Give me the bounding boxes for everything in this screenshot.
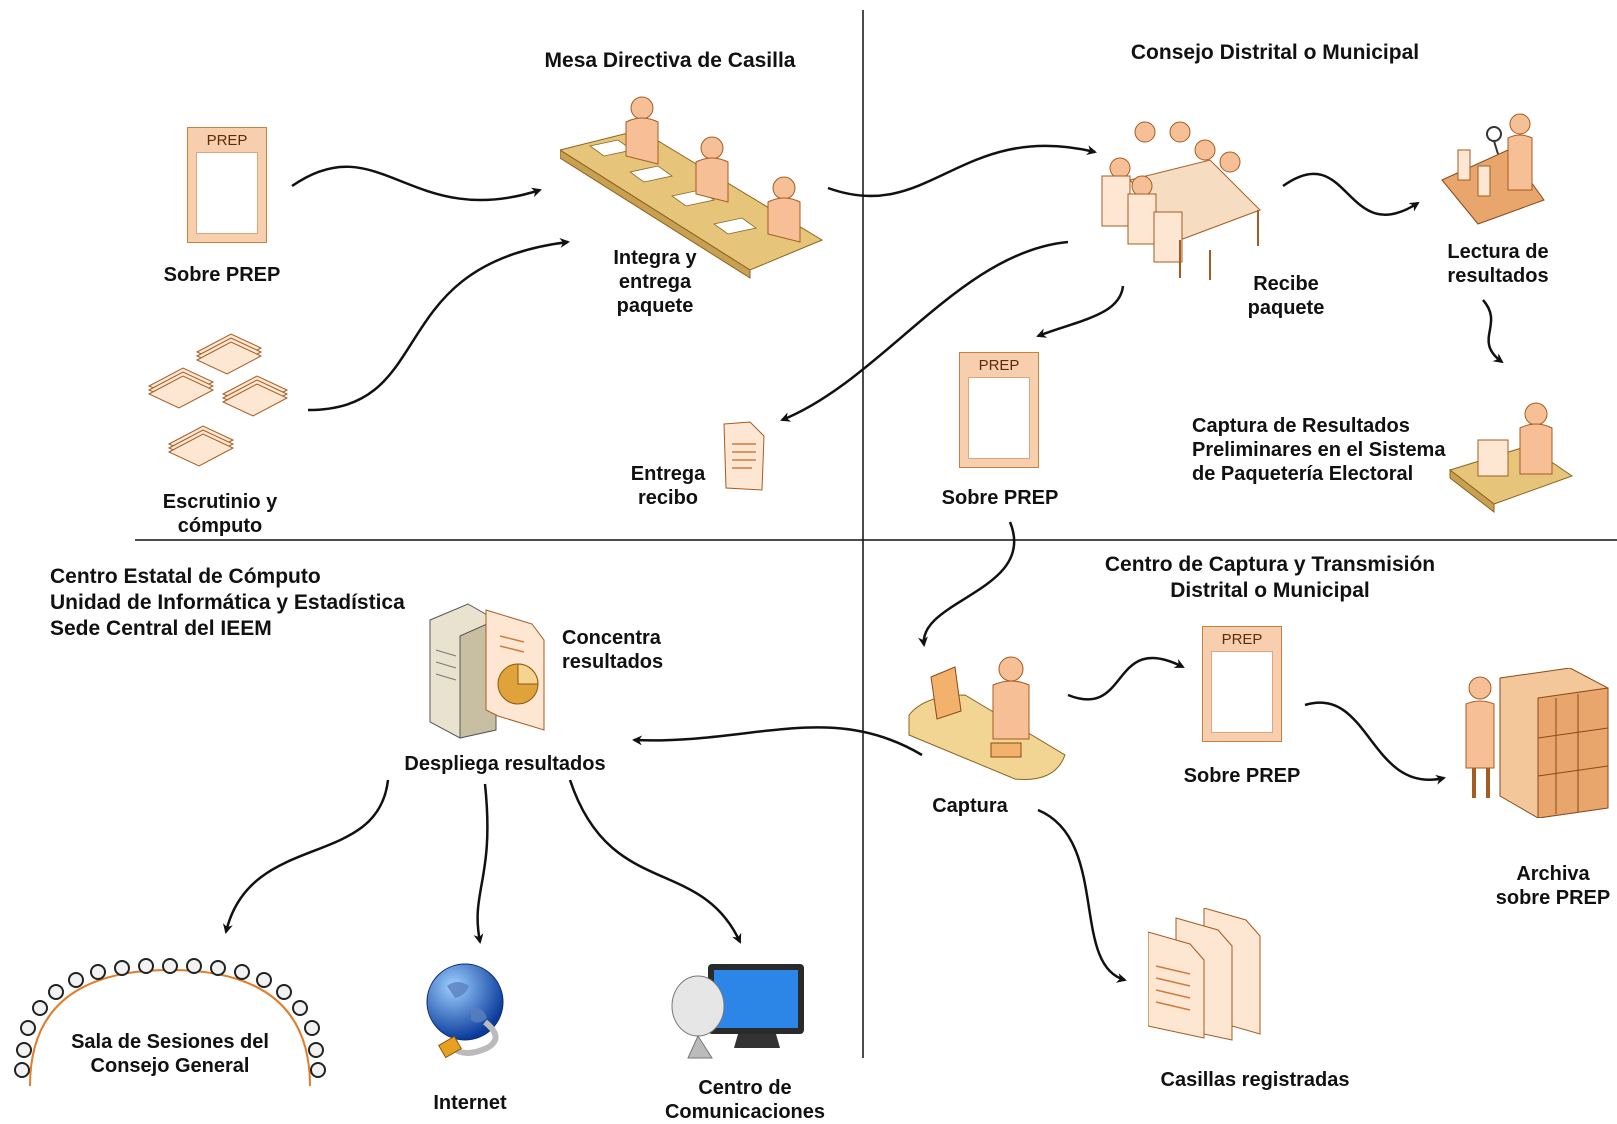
data-entry-station-icon	[1448, 402, 1574, 514]
arrow-consejo-to-sobre	[1036, 285, 1125, 338]
arrow-lectura-to-captura	[1482, 299, 1504, 364]
label-casillas: Casillas registradas	[1160, 1069, 1350, 1091]
label-centro-comunicaciones: Centro de Comunicaciones	[664, 1077, 826, 1123]
label-despliega: Despliega resultados	[404, 753, 606, 775]
reading-station-icon	[1441, 113, 1545, 225]
label-archiva: Archiva sobre PREP	[1495, 863, 1611, 909]
document-stack-icon	[147, 333, 289, 467]
polling-table-icon	[560, 96, 824, 279]
arrow-captura-to-casillas	[1037, 808, 1127, 983]
arrow-despliega-to-centro	[568, 779, 742, 944]
receipt-document-icon	[723, 421, 765, 491]
title-centro-captura: Centro de Captura y Transmisión Distrita…	[1104, 553, 1436, 602]
prep-envelope-icon: PREP 2012	[1202, 626, 1282, 742]
session-hall-icon	[14, 958, 326, 1087]
label-sala: Sala de Sesiones del Consejo General	[71, 1031, 269, 1077]
arrow-captura-to-despliega	[632, 726, 923, 757]
label-lectura: Lectura de resultados	[1447, 241, 1549, 287]
label-sobre-prep-3: Sobre PREP	[1183, 765, 1301, 787]
server-icon	[429, 603, 545, 739]
arrow-mesa-to-consejo	[827, 144, 1097, 198]
arrow-escrutinio-to-mesa	[307, 238, 570, 412]
label-entrega-recibo: Entrega recibo	[630, 463, 706, 509]
council-meeting-icon	[1101, 121, 1261, 280]
document-stack-icon	[1148, 908, 1261, 1041]
title-centro-estatal: Centro Estatal de Cómputo Unidad de Info…	[50, 565, 405, 640]
prep-envelope-icon: PREP 2012	[959, 352, 1039, 468]
archive-cabinet-icon	[1465, 668, 1609, 818]
label-escrutinio: Escrutinio y cómputo	[162, 491, 278, 537]
label-concentra: Concentra resultados	[562, 627, 664, 673]
arrow-consejo-to-lectura	[1282, 172, 1420, 217]
title-mesa-directiva: Mesa Directiva de Casilla	[544, 49, 796, 72]
label-sobre-prep-2: Sobre PREP	[941, 487, 1059, 509]
label-internet: Internet	[433, 1092, 507, 1114]
label-integra: Integra y entrega paquete	[613, 247, 697, 317]
label-captura-resultados: Captura de Resultados Preliminares en el…	[1192, 415, 1446, 485]
label-sobre-prep-1: Sobre PREP	[163, 264, 281, 286]
arrow-despliega-to-internet	[473, 783, 489, 944]
arrow-sobre-to-mesa	[291, 165, 542, 202]
arrow-despliega-to-sala	[222, 779, 390, 934]
arrow-captura-to-sobre	[1067, 656, 1185, 701]
label-recibe-paquete: Recibe paquete	[1247, 273, 1325, 319]
chair-icon	[14, 958, 326, 1078]
monitor-icon	[671, 964, 804, 1059]
globe-icon	[426, 963, 504, 1059]
label-captura: Captura	[932, 795, 1008, 817]
capture-station-icon	[908, 656, 1066, 780]
prep-envelope-icon: PREP 2012	[187, 127, 267, 243]
arrow-consejo-to-recibo	[780, 240, 1069, 422]
title-consejo-distrital: Consejo Distrital o Municipal	[1130, 41, 1420, 64]
arrow-sobre-to-captura	[918, 521, 1016, 647]
arrow-sobre-to-archiva	[1304, 701, 1446, 785]
